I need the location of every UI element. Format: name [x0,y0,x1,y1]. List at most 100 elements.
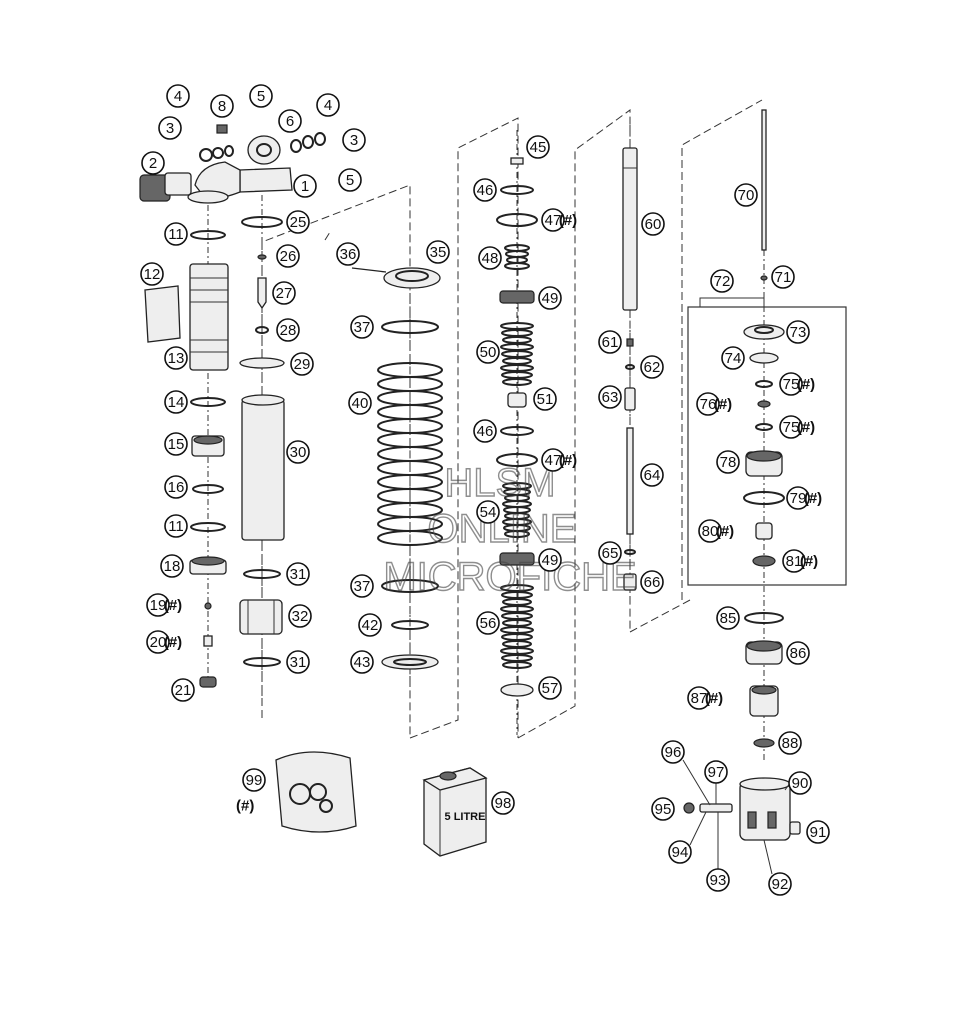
callout-number: 5 [257,88,265,105]
callout-number: 1 [301,178,309,195]
assembly-72-box [687,306,847,586]
callout-c42: 42 [358,613,382,637]
callout-circle [293,174,317,198]
callout-number: 76 [700,396,717,413]
callout-c2: 2 [141,151,165,175]
rod-column [622,147,638,591]
callout-circle [358,613,382,637]
callout-c70: 70 [734,183,758,207]
seal-kit-bag [275,751,357,833]
callout-circle [721,346,745,370]
callout-number: 54 [480,504,497,521]
callout-circle [164,222,188,246]
callout-circle [598,385,622,409]
callout-c66: 66 [640,570,664,594]
watermark-line-2: ONLINE [428,507,577,551]
callout-circle [710,269,734,293]
callout-c90: 90 [788,771,812,795]
callout-number: 47 [545,212,562,229]
callout-circle [768,872,792,896]
callout-circle [164,432,188,456]
callout-c25: 25 [286,210,310,234]
callout-c4a: 4 [166,84,190,108]
callout-c13: 13 [164,346,188,370]
callout-circle [338,168,362,192]
callout-circle [696,392,720,416]
callout-number: 91 [810,824,827,841]
callout-circle [164,475,188,499]
callout-circle [782,549,806,573]
valve-stack-column [496,157,538,697]
callout-number: 95 [655,801,672,818]
callout-c18: 18 [160,554,184,578]
callout-c11a: 11 [164,222,188,246]
callout-circle [687,686,711,710]
callout-circle [786,320,810,344]
callout-circle [146,593,170,617]
callout-number: 6 [286,113,294,130]
callout-number: 40 [352,395,369,412]
callout-number: 8 [218,98,226,115]
callout-c54: 54 [476,500,500,524]
callout-number: 36 [340,246,357,263]
callout-number: 81 [786,553,803,570]
callout-circle [806,820,830,844]
callout-circle [598,541,622,565]
callout-hash-mark: (#) [797,419,815,436]
callout-number: 48 [482,250,499,267]
callout-circle [276,318,300,342]
callout-number: 46 [477,423,494,440]
callout-c47a: 47(#) [541,208,577,232]
callout-number: 62 [644,359,661,376]
callout-number: 46 [477,182,494,199]
callout-c4b: 4 [316,93,340,117]
callout-circle [164,514,188,538]
callout-circle [598,330,622,354]
callout-number: 92 [772,876,789,893]
callout-c91: 91 [806,820,830,844]
shim-washer [502,378,532,386]
oil-container: 5 LITRE [422,767,488,857]
callout-number: 98 [495,795,512,812]
callout-number: 49 [542,290,559,307]
callout-c29: 29 [290,352,314,376]
spring-coil [377,530,443,546]
callout-circle [491,791,515,815]
callout-number: 4 [324,97,332,114]
callout-c11b: 11 [164,514,188,538]
callout-c48: 48 [478,246,502,270]
callout-c65: 65 [598,541,622,565]
callout-circle [286,440,310,464]
callout-circle [164,390,188,414]
callout-number: 37 [354,319,371,336]
callout-c87: 87(#) [687,686,723,710]
group-frames [261,99,763,739]
callout-c19: 19(#) [146,593,182,617]
callout-c31a: 31 [286,562,310,586]
callout-c45: 45 [526,135,550,159]
callout-hash-mark: (#) [804,490,822,507]
watermark: HLSM ONLINE MICROFICHE [383,460,638,599]
callout-circle [473,419,497,443]
callout-c3a: 3 [158,116,182,140]
callout-number: 42 [362,617,379,634]
callout-c85: 85 [716,606,740,630]
callout-number: 14 [168,394,185,411]
callout-circle [668,840,692,864]
callout-number: 45 [530,139,547,156]
callout-circle [476,611,500,635]
callout-number: 35 [430,244,447,261]
callout-c99: 99 [242,768,266,792]
callout-c16: 16 [164,475,188,499]
callout-c37b: 37 [350,574,374,598]
callout-number: 79 [790,490,807,507]
callout-number: 49 [542,552,559,569]
callout-number: 75 [783,419,800,436]
callout-circle [278,109,302,133]
callout-circle [290,352,314,376]
callout-circle [288,604,312,628]
callout-circle [146,630,170,654]
callout-c31b: 31 [286,650,310,674]
callout-number: 72 [714,273,731,290]
callout-circle [158,116,182,140]
